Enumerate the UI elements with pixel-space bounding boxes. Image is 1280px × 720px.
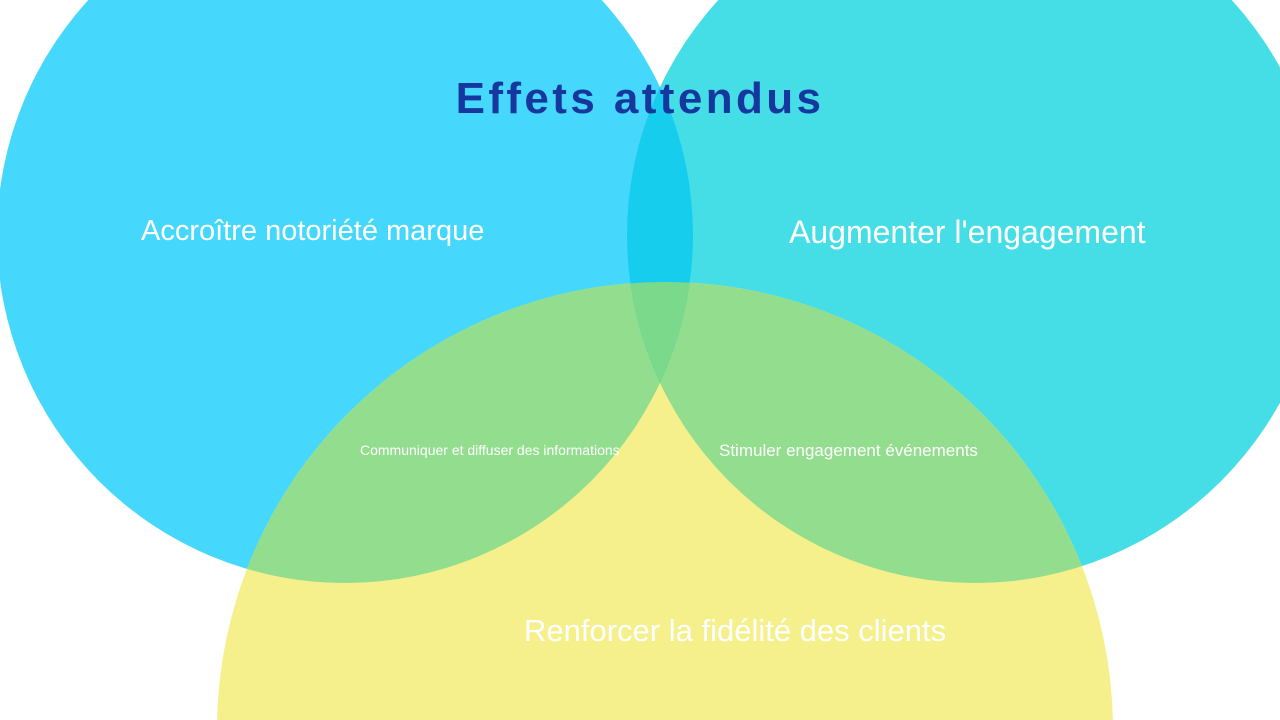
venn-overlap-left	[217, 282, 693, 583]
venn-label-engagement: Augmenter l'engagement	[789, 214, 1146, 250]
page-title: Effets attendus	[455, 74, 825, 123]
venn-overlap-label-left: Communiquer et diffuser des informations	[360, 442, 620, 458]
venn-overlap-right	[627, 282, 1113, 583]
venn-overlap-label-right: Stimuler engagement événements	[719, 441, 978, 460]
venn-label-brand-awareness: Accroître notoriété marque	[141, 215, 485, 247]
venn-label-customer-loyalty: Renforcer la fidélité des clients	[524, 613, 947, 648]
